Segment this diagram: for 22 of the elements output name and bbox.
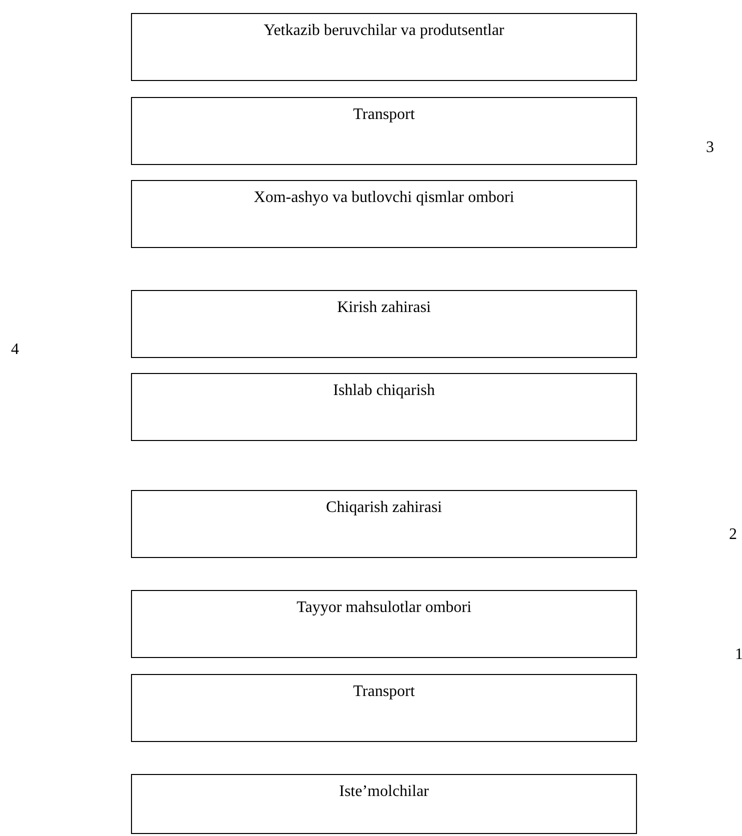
process-box — [131, 290, 637, 358]
process-box — [131, 180, 637, 248]
box-label: Kirish zahirasi — [337, 299, 431, 316]
process-box — [131, 590, 637, 658]
callout-number: 3 — [706, 139, 714, 157]
callout-number: 4 — [11, 341, 19, 359]
box-label: Transport — [353, 683, 415, 700]
box-label: Tayyor mahsulotlar ombori — [296, 599, 472, 616]
callout-number: 2 — [729, 526, 737, 544]
box-label: Chiqarish zahirasi — [326, 499, 442, 516]
process-box — [131, 373, 637, 441]
process-box — [131, 97, 637, 165]
box-label: Ishlab chiqarish — [333, 382, 435, 399]
process-box — [131, 774, 637, 834]
process-box — [131, 490, 637, 558]
process-box — [131, 13, 637, 81]
box-label: Xom-ashyo va butlovchi qismlar ombori — [254, 189, 514, 206]
box-label: Iste’molchilar — [339, 783, 429, 800]
box-label: Transport — [353, 106, 415, 123]
box-label: Yetkazib beruvchilar va produtsentlar — [264, 22, 504, 39]
process-box — [131, 674, 637, 742]
callout-number: 1 — [735, 646, 742, 664]
